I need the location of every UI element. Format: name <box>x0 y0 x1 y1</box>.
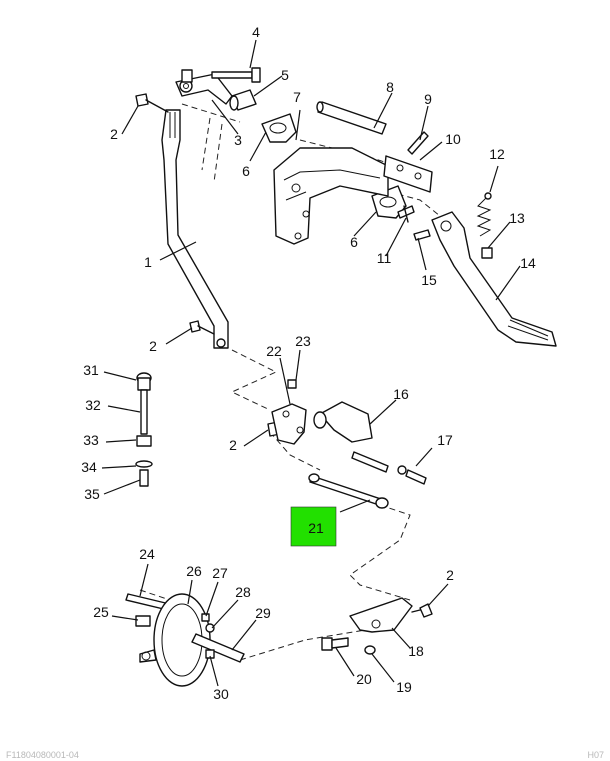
callout-17[interactable]: 17 <box>437 432 453 448</box>
part-34-washer[interactable] <box>135 460 153 468</box>
part-18-release-lever[interactable] <box>349 597 413 633</box>
part-21-connecting-rod[interactable] <box>308 473 389 509</box>
callout-34[interactable]: 34 <box>81 459 97 475</box>
part-32-adjusting-rod[interactable] <box>140 389 148 435</box>
callout-28[interactable]: 28 <box>235 584 251 600</box>
callout-22[interactable]: 22 <box>266 343 282 359</box>
footer-reference-right: H07 <box>587 750 604 760</box>
callout-6-b[interactable]: 6 <box>350 234 358 250</box>
part-31-rod-end[interactable] <box>136 372 152 391</box>
part-22-bellcrank[interactable] <box>271 403 307 445</box>
callout-14[interactable]: 14 <box>520 255 536 271</box>
part-4-bolt[interactable] <box>181 67 261 83</box>
part-14-clutch-pedal[interactable] <box>431 211 557 347</box>
callout-20[interactable]: 20 <box>356 671 372 687</box>
callout-27[interactable]: 27 <box>212 565 228 581</box>
part-29-release-shaft[interactable] <box>191 633 245 663</box>
part-5-bushing[interactable] <box>229 89 257 111</box>
callout-23[interactable]: 23 <box>295 333 311 349</box>
callout-33[interactable]: 33 <box>83 432 99 448</box>
part-19-nut[interactable] <box>364 645 376 655</box>
callout-15[interactable]: 15 <box>421 272 437 288</box>
part-9-bolt[interactable] <box>407 131 429 155</box>
part-23-nut[interactable] <box>287 379 297 389</box>
part-6-pivot-brackets[interactable] <box>261 113 407 219</box>
callout-16[interactable]: 16 <box>393 386 409 402</box>
callout-12[interactable]: 12 <box>489 146 505 162</box>
callout-9[interactable]: 9 <box>424 91 432 107</box>
highlighted-part-box[interactable] <box>290 506 337 547</box>
part-25-fitting[interactable] <box>135 615 151 627</box>
callout-8[interactable]: 8 <box>386 79 394 95</box>
callout-3[interactable]: 3 <box>234 132 242 148</box>
part-20-bolt[interactable] <box>321 637 349 651</box>
part-27-bolt[interactable] <box>201 613 210 622</box>
callout-6-a[interactable]: 6 <box>242 163 250 179</box>
callout-1[interactable]: 1 <box>144 254 152 270</box>
callout-19[interactable]: 19 <box>396 679 412 695</box>
part-15-pivot-bolt[interactable] <box>413 229 431 241</box>
part-28-washer[interactable] <box>205 623 215 633</box>
callout-7[interactable]: 7 <box>293 89 301 105</box>
callout-25[interactable]: 25 <box>93 604 109 620</box>
footer-reference-left: F11804080001-04 <box>6 750 79 760</box>
callout-labels: 4 5 8 9 7 2 3 10 12 6 13 6 11 1 14 15 23… <box>81 24 536 702</box>
callout-30[interactable]: 30 <box>213 686 229 702</box>
callout-2-b[interactable]: 2 <box>149 338 157 354</box>
callout-5[interactable]: 5 <box>281 67 289 83</box>
callout-leader-lines <box>101 39 521 687</box>
part-12-return-spring[interactable] <box>476 192 492 237</box>
callout-11[interactable]: 11 <box>377 250 392 266</box>
callout-29[interactable]: 29 <box>255 605 271 621</box>
callout-10[interactable]: 10 <box>445 131 461 147</box>
callout-24[interactable]: 24 <box>139 546 155 562</box>
callout-2-c[interactable]: 2 <box>229 437 237 453</box>
part-13-nut[interactable] <box>481 247 493 259</box>
part-10-plate[interactable] <box>383 155 433 193</box>
callout-4[interactable]: 4 <box>252 24 260 40</box>
callout-32[interactable]: 32 <box>85 397 101 413</box>
callout-2-d[interactable]: 2 <box>446 567 454 583</box>
part-35-stud[interactable] <box>139 469 149 487</box>
part-1-pedal-push-rod[interactable] <box>161 109 229 349</box>
callout-26[interactable]: 26 <box>186 563 202 579</box>
part-7-mounting-bracket[interactable] <box>273 147 389 245</box>
part-16-bracket[interactable] <box>313 401 373 443</box>
part-17-bolt[interactable] <box>351 451 427 485</box>
callout-13[interactable]: 13 <box>509 210 525 226</box>
part-8-pedal-shaft[interactable] <box>316 101 387 135</box>
part-11-bolt[interactable] <box>397 205 415 223</box>
part-33-jam-nut[interactable] <box>136 435 152 447</box>
callout-18[interactable]: 18 <box>408 643 424 659</box>
callout-21[interactable]: 21 <box>308 520 324 536</box>
callout-35[interactable]: 35 <box>84 486 100 502</box>
callout-31[interactable]: 31 <box>83 362 99 378</box>
callout-2-a[interactable]: 2 <box>110 126 118 142</box>
